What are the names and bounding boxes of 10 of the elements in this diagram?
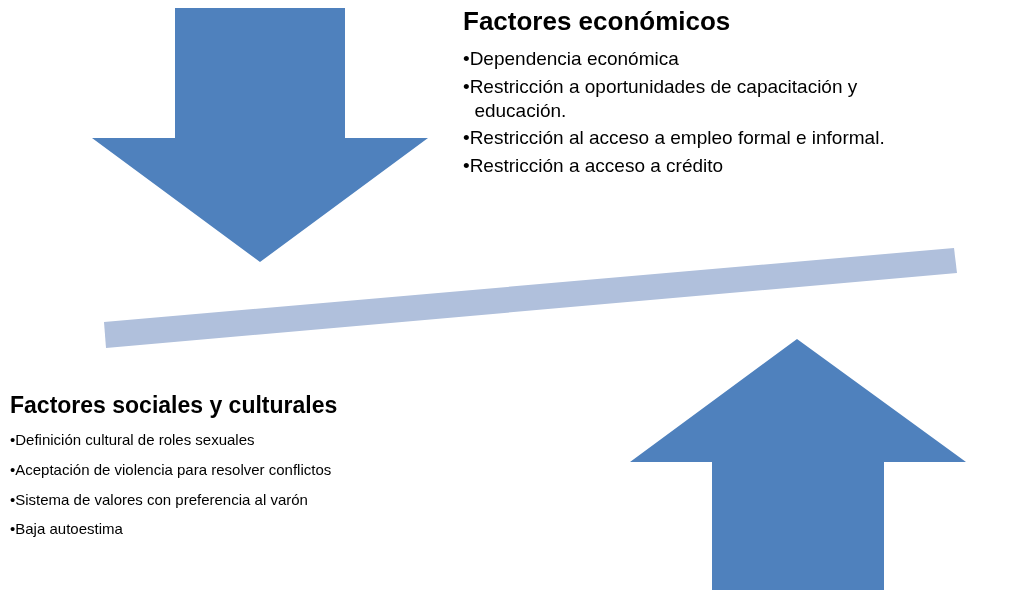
bullet-item: •Restricción al acceso a empleo formal e informal. bbox=[463, 126, 886, 150]
bullet-item: •Restricción a oportunidades de capacitación y educación. bbox=[463, 74, 859, 123]
bullet-item: •Dependencia económica bbox=[463, 47, 680, 71]
bullet-item: •Definición cultural de roles sexuales bbox=[10, 431, 256, 450]
bullet-item: •Aceptación de violencia para resolver conflictos bbox=[10, 460, 333, 480]
bullet-item: •Restricción a acceso a crédito bbox=[463, 154, 725, 178]
heading: Factores económicos bbox=[463, 6, 732, 37]
heading: Factores sociales y culturales bbox=[10, 392, 339, 419]
bullet-item: •Sistema de valores con preferencia al varón bbox=[10, 490, 309, 510]
bullet-item: •Baja autoestima bbox=[10, 520, 124, 539]
